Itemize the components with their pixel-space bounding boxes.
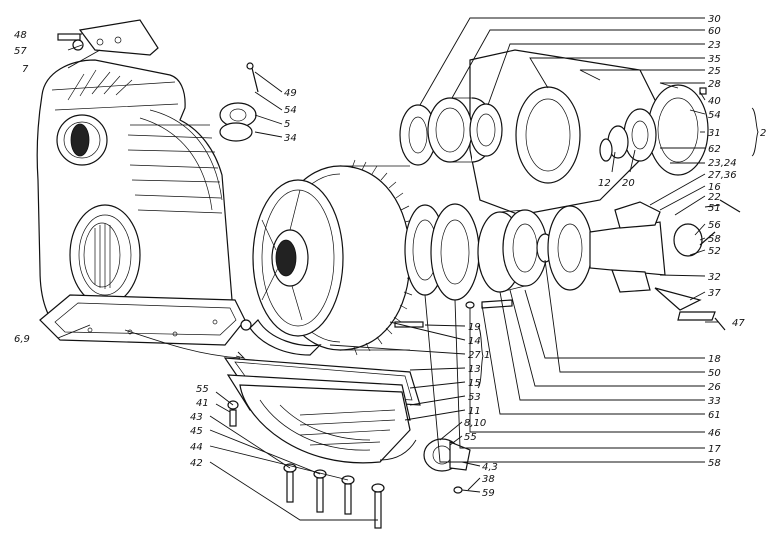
- callout-38: 38: [482, 474, 495, 485]
- callout-52: 52: [708, 246, 721, 257]
- callout-51: 51: [708, 203, 721, 214]
- callout-4-3: 4,3: [482, 462, 498, 473]
- callout-60: 60: [708, 26, 721, 37]
- callout-12: 12: [598, 178, 611, 189]
- callout-6-9: 6,9: [14, 334, 30, 345]
- callout-8-10: 8,10: [464, 418, 486, 429]
- callout-26: 26: [708, 382, 721, 393]
- oil-pan-assembly: [223, 357, 421, 464]
- callout-44: 44: [190, 442, 203, 453]
- callout-62: 62: [708, 144, 721, 155]
- callout-28: 28: [708, 79, 721, 90]
- callout-58-bottom: 58: [708, 458, 721, 469]
- callout-1: 1: [484, 350, 490, 361]
- callout-13: 13: [468, 364, 481, 375]
- bearing-30: [399, 97, 503, 166]
- callout-labels: 48 57 7 49 54 5 34 6,9 30 60 23 35 25 28…: [14, 14, 766, 499]
- drain-plug: [423, 438, 471, 494]
- callout-58-right: 58: [708, 234, 721, 245]
- assembly-arrow-right: [379, 439, 417, 461]
- callout-25: 25: [708, 66, 721, 77]
- callout-49: 49: [284, 88, 297, 99]
- callout-46: 46: [708, 428, 721, 439]
- callout-42: 42: [190, 458, 203, 469]
- callout-61: 61: [708, 410, 721, 421]
- callout-20: 20: [622, 178, 635, 189]
- bearing-hub: [477, 209, 554, 293]
- callout-32: 32: [708, 272, 721, 283]
- top-bracket: [57, 19, 159, 56]
- callout-55-center: 55: [464, 432, 477, 443]
- callout-34: 34: [284, 133, 297, 144]
- callout-31: 31: [708, 128, 721, 139]
- assembly-arrow-left: [124, 329, 241, 359]
- callout-35: 35: [708, 54, 721, 65]
- output-flange-shaft: [547, 201, 703, 293]
- rear-cover-31: [599, 84, 709, 176]
- callout-16: 16: [708, 182, 721, 193]
- bottom-bolts: [227, 400, 385, 529]
- callout-17: 17: [708, 444, 721, 455]
- callout-55-left: 55: [196, 384, 209, 395]
- callout-45: 45: [190, 426, 203, 437]
- brace-1: [477, 325, 484, 389]
- callout-27-36: 27,36: [708, 170, 737, 181]
- large-gear: [249, 159, 417, 356]
- arrowhead-left: [235, 351, 246, 359]
- callout-7: 7: [22, 64, 29, 75]
- callout-47: 47: [732, 318, 745, 329]
- callout-37: 37: [708, 288, 721, 299]
- callout-50: 50: [708, 368, 721, 379]
- gearbox-housing: [36, 59, 246, 346]
- flange-ring: [404, 203, 480, 301]
- callout-2: 2: [760, 128, 766, 139]
- callout-23: 23: [708, 40, 721, 51]
- small-parts-right: [240, 87, 741, 331]
- callout-43: 43: [190, 412, 203, 423]
- callout-14: 14: [468, 336, 481, 347]
- callout-15: 15: [468, 378, 481, 389]
- callout-23-24: 23,24: [708, 158, 737, 169]
- callout-40: 40: [708, 96, 721, 107]
- callout-53: 53: [468, 392, 481, 403]
- callout-5: 5: [284, 119, 290, 130]
- callout-22: 22: [708, 192, 721, 203]
- callout-33: 33: [708, 396, 721, 407]
- callout-27: 27: [468, 350, 481, 361]
- callout-41: 41: [196, 398, 209, 409]
- callout-57: 57: [14, 46, 27, 57]
- right-plate: [469, 49, 661, 216]
- callout-59: 59: [482, 488, 495, 499]
- leader-lines: [57, 17, 721, 521]
- callout-54-right: 54: [708, 110, 721, 121]
- callout-18: 18: [708, 354, 721, 365]
- callout-11: 11: [468, 406, 481, 417]
- callout-30: 30: [708, 14, 721, 25]
- callout-54-left: 54: [284, 105, 297, 116]
- callout-48: 48: [14, 30, 27, 41]
- callout-19: 19: [468, 322, 481, 333]
- small-cover: [219, 62, 259, 142]
- brace-2: [751, 107, 759, 157]
- callout-56: 56: [708, 220, 721, 231]
